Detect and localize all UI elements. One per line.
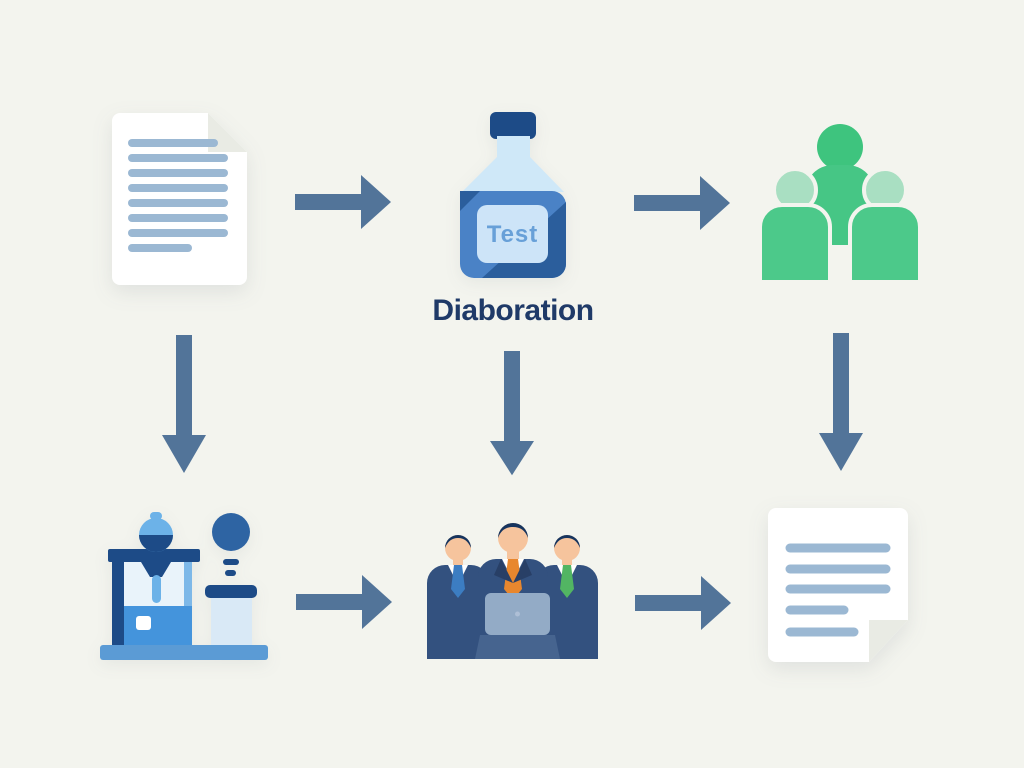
right-tie (560, 565, 574, 598)
left-suit (427, 565, 489, 659)
bottle-label-text: Test (487, 221, 539, 248)
arrow-down-1 (161, 335, 207, 480)
test-bottle-icon: Test (460, 112, 566, 278)
drop-dash-2 (225, 570, 236, 576)
people-group-icon (758, 124, 922, 284)
flask-nub (150, 512, 162, 520)
center-lapel-left (494, 559, 513, 583)
center-tie (504, 559, 522, 600)
bottle-shade-corner (460, 191, 480, 211)
center-lapel-right (513, 559, 532, 583)
down-arrow-icon (819, 333, 863, 471)
right-arrow-icon (635, 576, 731, 630)
right-arrow-icon (634, 176, 730, 230)
beaker-rim (205, 585, 257, 598)
left-face (445, 535, 471, 561)
arrow-right-3 (296, 573, 394, 636)
document-icon (112, 113, 247, 285)
node-test-bottle: Test (460, 112, 566, 283)
laptop-icon (475, 593, 560, 659)
laptop-base (475, 635, 560, 659)
drop-ball (212, 513, 250, 551)
node-source-document (112, 113, 247, 290)
down-arrow-icon (162, 335, 206, 473)
tank-right-wall (184, 562, 192, 645)
document-text-lines (785, 543, 891, 637)
bottle-cap (490, 112, 536, 139)
document-text-lines (128, 139, 228, 252)
left-hair (445, 535, 471, 548)
right-arrow-icon (295, 175, 391, 229)
arrow-right-2 (634, 174, 732, 237)
page-fold-corner (869, 620, 908, 662)
right-arrow-icon (296, 575, 392, 629)
right-face (554, 535, 580, 561)
frame-top-bar (108, 549, 200, 562)
flow-label: Diaboration (432, 294, 594, 327)
bottle-neck (462, 136, 564, 192)
right-person-body (848, 203, 922, 284)
frame-left-post (112, 552, 124, 647)
left-person-body (758, 203, 832, 284)
arrow-down-2 (489, 351, 535, 482)
node-people-group (752, 120, 928, 288)
beaker-body (211, 598, 252, 645)
node-lab-machine (99, 503, 269, 666)
tank-window (136, 616, 151, 630)
left-businessman (427, 535, 489, 659)
bottle-label (477, 205, 548, 263)
business-team-icon (427, 523, 598, 659)
laptop-logo (515, 611, 520, 617)
drip-stem (152, 575, 161, 603)
tank-liquid (124, 606, 192, 645)
back-person-head (817, 124, 863, 170)
node-business-team (422, 507, 608, 665)
center-face (498, 523, 528, 553)
arrow-down-3 (818, 333, 864, 478)
funnel (141, 562, 171, 577)
right-hair (554, 535, 580, 548)
arrow-right-1 (295, 173, 393, 236)
center-hair (498, 523, 528, 538)
lab-machine-icon (100, 512, 268, 660)
base-platform (100, 645, 268, 660)
left-tie (451, 565, 465, 598)
down-arrow-icon (490, 351, 534, 476)
drop-dash-1 (223, 559, 239, 565)
flask-ball-lower (139, 535, 173, 552)
arrow-right-4 (635, 574, 733, 637)
node-result-document (768, 508, 908, 667)
document-icon (768, 508, 908, 662)
